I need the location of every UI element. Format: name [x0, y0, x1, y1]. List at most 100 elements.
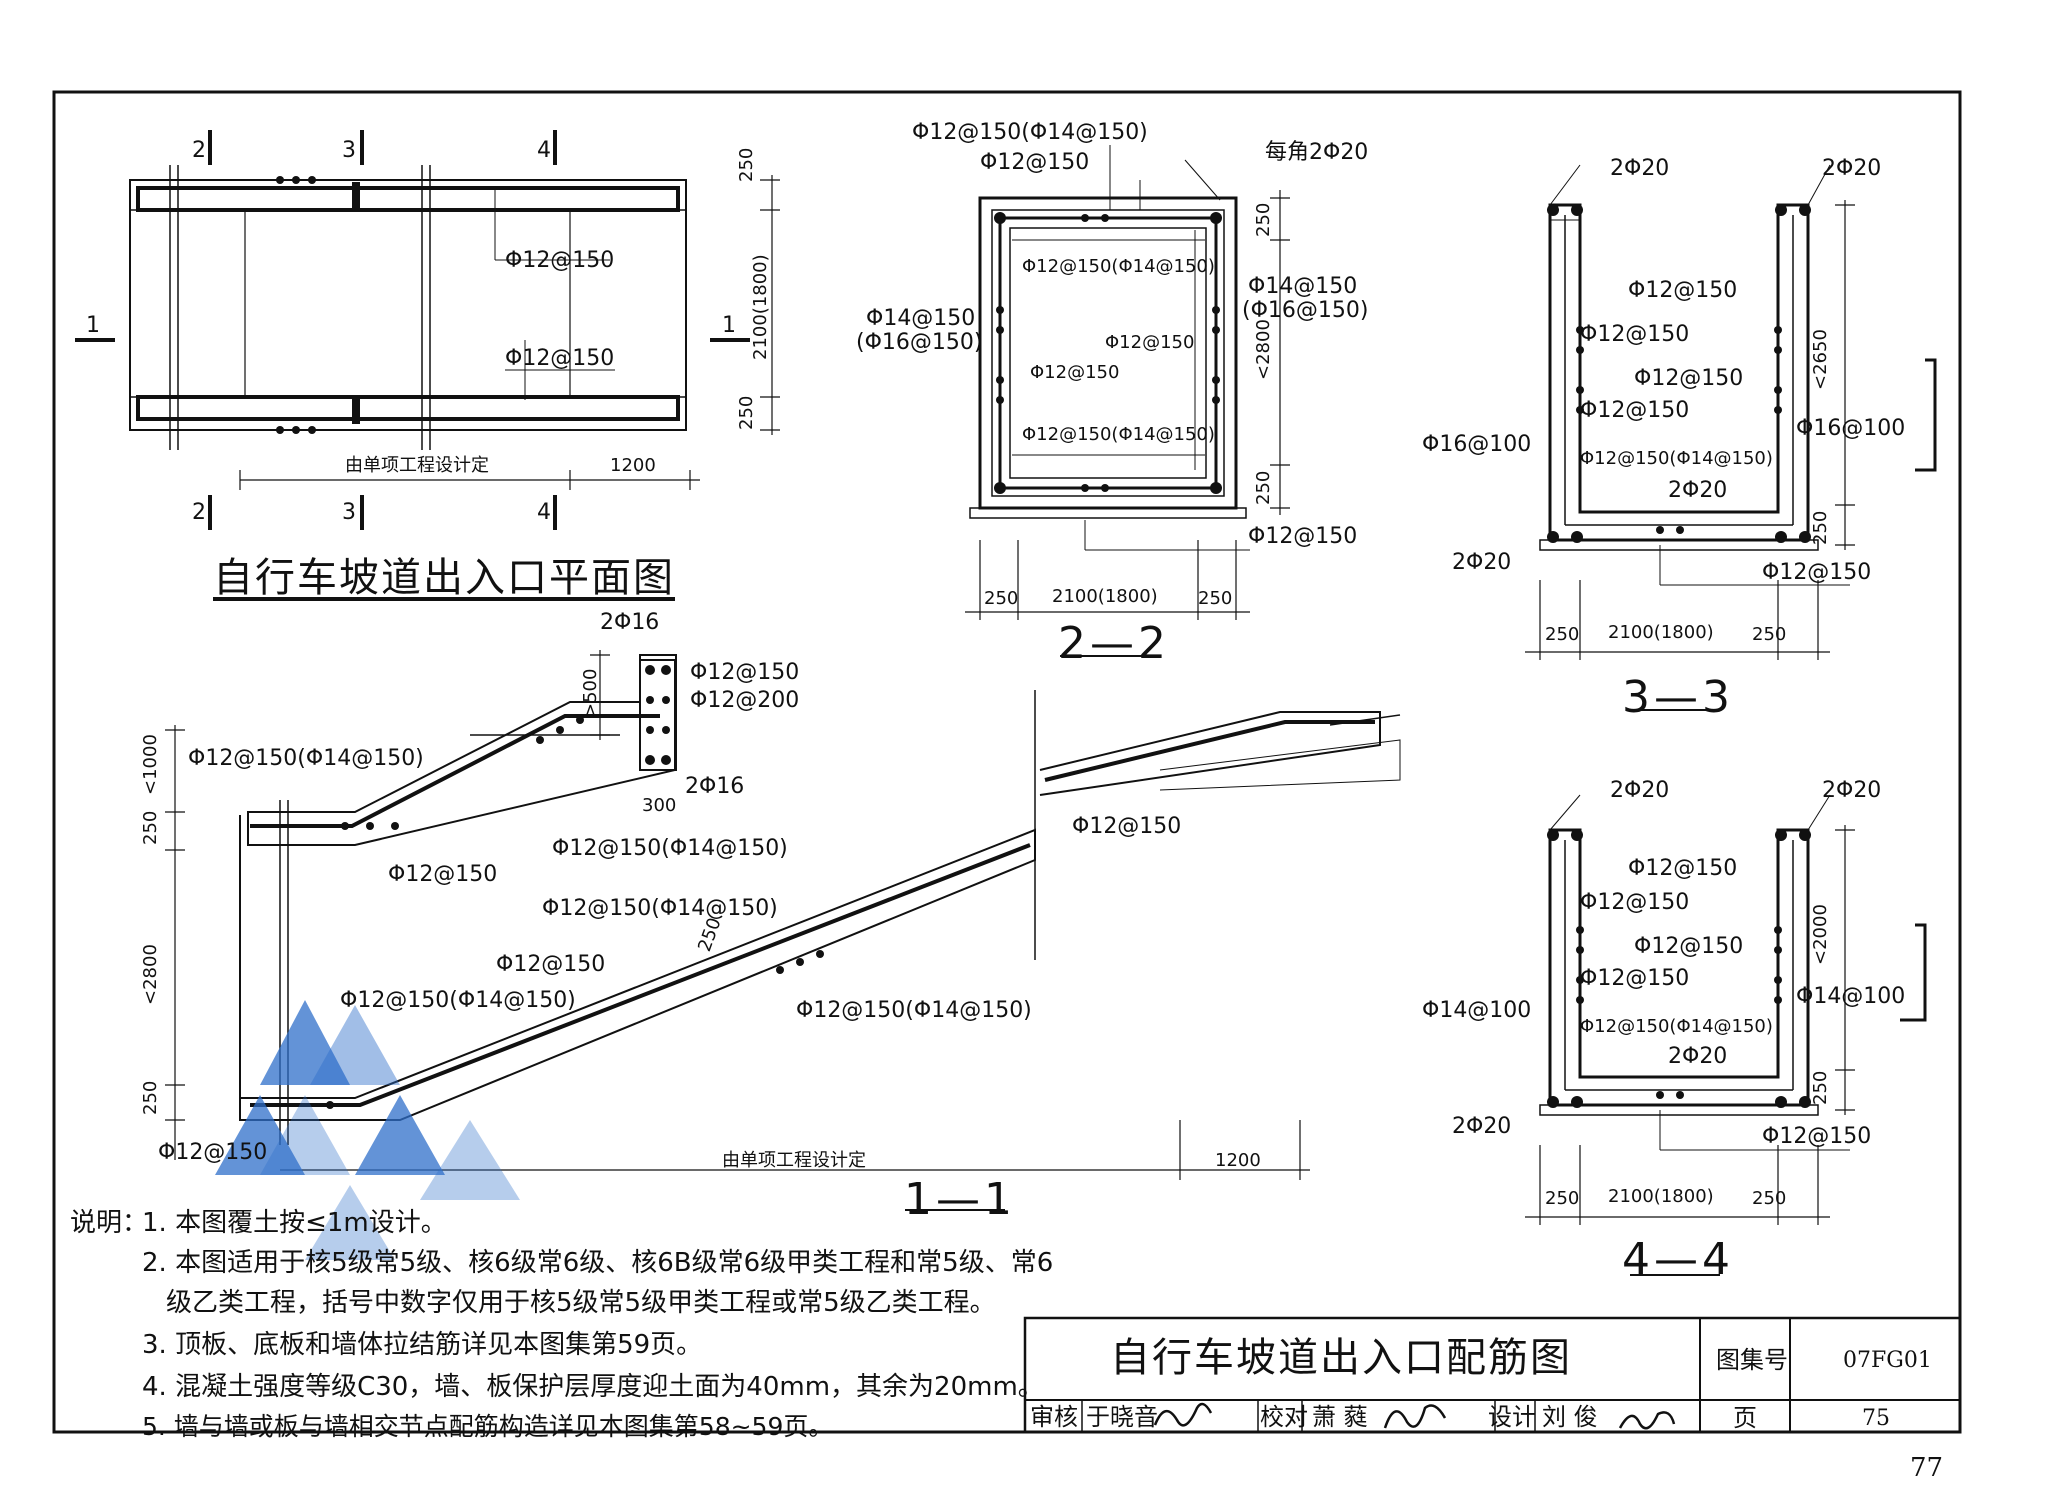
plan-rebar-bottom: Φ12@150: [505, 346, 615, 371]
checker-name: 萧 蕤: [1312, 1403, 1368, 1431]
signature-marks: [1153, 1402, 1676, 1430]
s44-title: 4—4: [1622, 1234, 1734, 1285]
plan-rebar-top: Φ12@150: [505, 248, 615, 273]
s22-dim-3: 250: [984, 588, 1019, 609]
page-number: 75: [1862, 1406, 1890, 1431]
s44-label-6: Φ14@100: [1422, 998, 1532, 1023]
s33-label-7: Φ16@100: [1796, 416, 1906, 441]
s11-label-2: Φ12@200: [690, 688, 800, 713]
s22-label-5: (Φ16@150): [1242, 298, 1369, 323]
plan-marker-4-bottom: 4: [537, 500, 551, 525]
s33-dim-0: <2650: [1810, 329, 1831, 390]
plan-dim-width: 2100(1800): [750, 254, 771, 360]
s22-dim-4: 2100(1800): [1052, 586, 1158, 607]
s22-label-2: 每角2Φ20: [1265, 140, 1369, 165]
s22-dim-0: 250: [1253, 202, 1274, 237]
plan-dim-250-top: 250: [736, 147, 757, 182]
plan-marker-3-bottom: 3: [342, 500, 356, 525]
notes-heading: 说明：: [70, 1208, 149, 1238]
s22-title: 2—2: [1058, 618, 1170, 669]
s11-label-4: 2Φ16: [685, 774, 745, 799]
designer-name: 刘 俊: [1542, 1403, 1598, 1431]
note-item-2-cont: 级乙类工程，括号中数字仅用于核5级常5级甲类工程或常5级乙类工程。: [166, 1288, 996, 1318]
sheet-number: 77: [1910, 1453, 1944, 1483]
s33-label-8: Φ12@150(Φ14@150): [1580, 448, 1773, 469]
s44-dim-3: 2100(1800): [1608, 1186, 1714, 1207]
section-4-4-bars: [1547, 829, 1811, 1108]
s44-label-3: Φ12@150: [1580, 890, 1690, 915]
plan-dim-length: 由单项工程设计定: [345, 455, 489, 476]
section-1-1-bars: [326, 665, 824, 1109]
s33-label-2: Φ12@150: [1628, 278, 1738, 303]
plan-dim-1200: 1200: [610, 455, 656, 476]
s44-label-1: 2Φ20: [1822, 778, 1882, 803]
s44-label-0: 2Φ20: [1610, 778, 1670, 803]
s11-label-12: Φ12@150(Φ14@150): [796, 998, 1032, 1023]
s33-label-9: 2Φ20: [1668, 478, 1728, 503]
s11-dim-4: 250: [140, 1080, 161, 1115]
s22-dim-1: <2800: [1253, 319, 1274, 380]
s44-label-10: 2Φ20: [1452, 1114, 1512, 1139]
drawing-title: 自行车坡道出入口配筋图: [1110, 1335, 1572, 1381]
plan-marker-4-top: 4: [537, 138, 551, 163]
s22-label-3: Φ12@150(Φ14@150): [1022, 256, 1215, 277]
reviewer-name: 于晓音: [1086, 1403, 1158, 1431]
s11-label-1: Φ12@150: [690, 660, 800, 685]
plan-rebar-dots: [276, 176, 360, 434]
plan-marker-3-top: 3: [342, 138, 356, 163]
s11-dim-7: 1200: [1215, 1150, 1261, 1171]
plan-marker-1-right: 1: [722, 313, 736, 338]
plan-title: 自行车坡道出入口平面图: [213, 555, 675, 601]
note-item-4: 4. 混凝土强度等级C30，墙、板保护层厚度迎土面为40mm，其余为20mm。: [142, 1372, 1044, 1402]
s33-label-10: 2Φ20: [1452, 550, 1512, 575]
s44-label-7: Φ14@100: [1796, 984, 1906, 1009]
s22-label-11: Φ12@150: [1248, 524, 1358, 549]
s11-dim-0: >500: [580, 668, 601, 718]
s44-label-8: Φ12@150(Φ14@150): [1580, 1016, 1773, 1037]
s33-label-3: Φ12@150: [1580, 322, 1690, 347]
checker-label: 校对: [1260, 1403, 1308, 1431]
s22-dim-2: 250: [1253, 470, 1274, 505]
s22-label-4: Φ14@150: [1248, 274, 1358, 299]
s33-label-11: Φ12@150: [1762, 560, 1872, 585]
s11-dim-2: 250: [140, 810, 161, 845]
s22-label-1: Φ12@150: [980, 150, 1090, 175]
reviewer-label: 审核: [1030, 1403, 1078, 1431]
note-item-3: 3. 顶板、底板和墙体拉结筋详见本图集第59页。: [142, 1330, 703, 1360]
s33-label-1: 2Φ20: [1822, 156, 1882, 181]
s44-dim-1: 250: [1810, 1070, 1831, 1105]
title-block: [1023, 1316, 1962, 1434]
s44-label-2: Φ12@150: [1628, 856, 1738, 881]
s44-dim-2: 250: [1545, 1188, 1580, 1209]
s33-dim-1: 250: [1810, 510, 1831, 545]
section-3-3-bars: [1547, 204, 1811, 543]
s22-label-9: Φ12@150: [1030, 362, 1120, 383]
s44-dim-0: <2000: [1810, 904, 1831, 965]
s44-label-5: Φ12@150: [1580, 966, 1690, 991]
s11-label-5: 300: [642, 795, 677, 816]
plan-marker-1-left: 1: [86, 313, 100, 338]
section-2-2-bars: [994, 212, 1222, 494]
note-item-1: 1. 本图覆土按≤1m设计。: [142, 1208, 447, 1238]
s22-label-8: Φ12@150: [1105, 332, 1195, 353]
s22-label-6: Φ14@150: [866, 306, 976, 331]
s11-label-3: Φ12@150(Φ14@150): [188, 746, 424, 771]
plan-marker-2-bottom: 2: [192, 500, 206, 525]
s44-label-9: 2Φ20: [1668, 1044, 1728, 1069]
s11-dim-1: <1000: [140, 734, 161, 795]
s22-label-7: (Φ16@150): [856, 330, 983, 355]
s11-label-7: Φ12@150: [388, 862, 498, 887]
s33-label-4: Φ12@150: [1634, 366, 1744, 391]
section-2-2: [965, 145, 1290, 657]
note-item-2: 2. 本图适用于核5级常5级、核6级常6级、核6B级常6级甲类工程和常5级、常6: [142, 1248, 1054, 1278]
s44-dim-4: 250: [1752, 1188, 1787, 1209]
s44-label-4: Φ12@150: [1634, 934, 1744, 959]
s11-label-6: Φ12@150(Φ14@150): [552, 836, 788, 861]
plan-view: [75, 130, 780, 530]
designer-label: 设计: [1488, 1403, 1536, 1431]
s22-label-10: Φ12@150(Φ14@150): [1022, 424, 1215, 445]
s11-label-9: Φ12@150(Φ14@150): [542, 896, 778, 921]
s11-label-10: Φ12@150: [496, 952, 606, 977]
s33-title: 3—3: [1622, 672, 1734, 723]
